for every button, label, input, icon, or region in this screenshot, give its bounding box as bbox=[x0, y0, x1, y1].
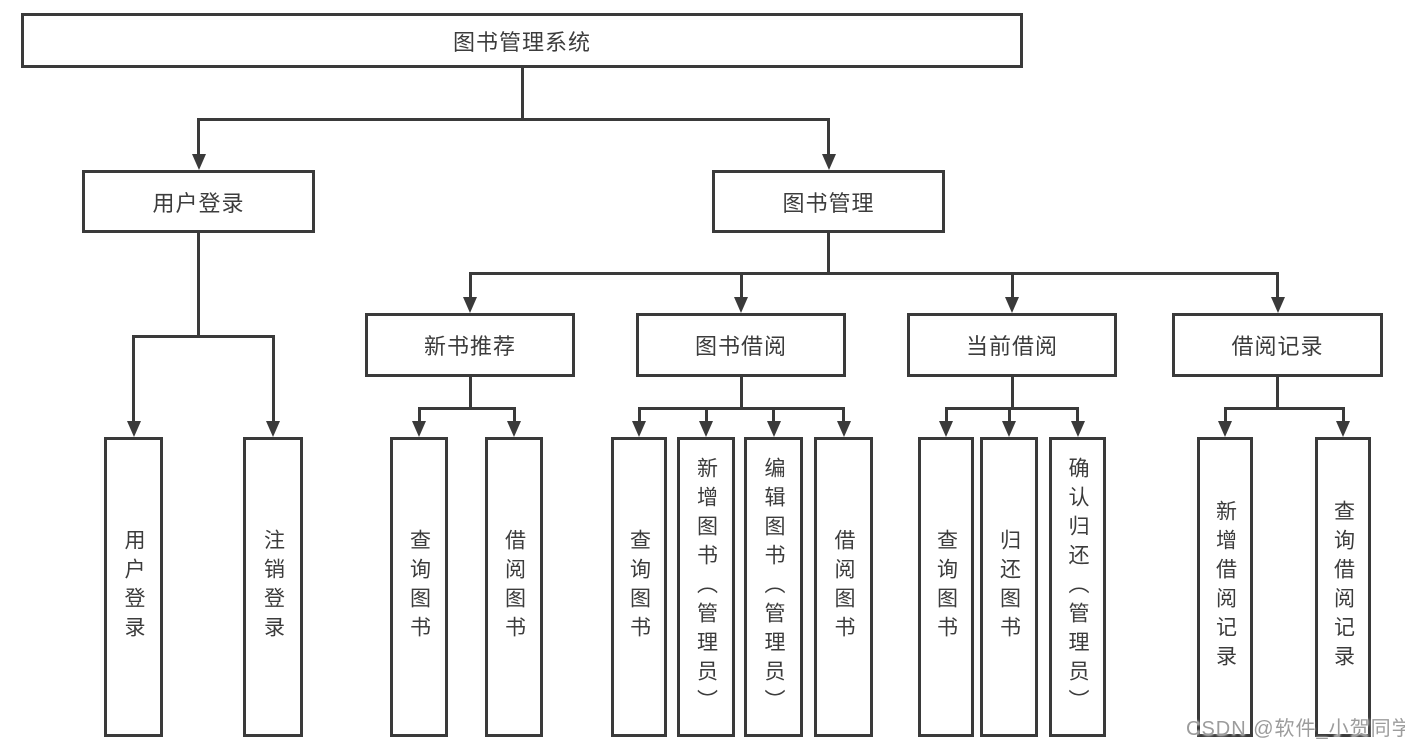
connector-line bbox=[739, 377, 743, 410]
leaf-label: 查询图书 bbox=[407, 529, 431, 645]
leaf-label: 用户登录 bbox=[122, 529, 145, 645]
arrow-down-icon bbox=[939, 421, 953, 437]
connector-line bbox=[520, 68, 524, 121]
leaf-add-book-admin: 新增图书（管理员） bbox=[677, 437, 735, 737]
connector-line bbox=[1010, 377, 1014, 410]
leaf-label: 新增借阅记录 bbox=[1213, 500, 1237, 674]
connector-line bbox=[1341, 410, 1345, 422]
connector-line bbox=[417, 407, 516, 410]
arrow-down-icon bbox=[1270, 297, 1285, 313]
connector-line bbox=[468, 272, 1279, 275]
leaf-label: 查询借阅记录 bbox=[1331, 500, 1355, 674]
connector-line bbox=[772, 410, 775, 422]
leaf-label: 确认归还（管理员） bbox=[1066, 456, 1089, 718]
connector-line bbox=[1010, 275, 1014, 298]
arrow-down-icon bbox=[1070, 421, 1085, 437]
connector-line bbox=[704, 410, 708, 422]
arrow-down-icon bbox=[699, 421, 713, 437]
connector-line bbox=[1007, 410, 1011, 422]
node-current-borrow: 当前借阅 bbox=[907, 313, 1117, 377]
leaf-edit-book-admin: 编辑图书（管理员） bbox=[744, 437, 803, 737]
connector-line bbox=[739, 275, 743, 298]
arrow-down-icon bbox=[821, 154, 836, 170]
arrow-down-icon bbox=[191, 154, 206, 170]
connector-line bbox=[512, 410, 516, 422]
arrow-down-icon bbox=[766, 421, 781, 437]
connector-line bbox=[132, 338, 135, 422]
leaf-label: 编辑图书（管理员） bbox=[762, 456, 785, 718]
node-label: 当前借阅 bbox=[965, 334, 1058, 359]
connector-line bbox=[842, 410, 845, 422]
connector-line bbox=[271, 338, 275, 422]
connector-line bbox=[827, 233, 830, 275]
connector-line bbox=[944, 407, 1079, 410]
leaf-label: 注销登录 bbox=[261, 529, 285, 645]
node-label: 图书管理系统 bbox=[452, 29, 591, 55]
connector-line bbox=[197, 118, 830, 121]
arrow-down-icon bbox=[734, 297, 748, 313]
connector-line bbox=[944, 410, 948, 422]
leaf-label: 借阅图书 bbox=[832, 529, 855, 645]
connector-line bbox=[417, 410, 421, 422]
node-user-login: 用户登录 bbox=[82, 170, 315, 233]
connector-line bbox=[1276, 275, 1279, 298]
node-book-borrow: 图书借阅 bbox=[636, 313, 846, 377]
connector-line bbox=[132, 335, 275, 338]
arrow-down-icon bbox=[266, 421, 280, 437]
leaf-user-login: 用户登录 bbox=[104, 437, 163, 737]
connector-line bbox=[637, 410, 641, 422]
leaf-query-borrow-record: 查询借阅记录 bbox=[1315, 437, 1371, 737]
connector-line bbox=[468, 275, 472, 298]
leaf-add-borrow-record: 新增借阅记录 bbox=[1197, 437, 1253, 737]
connector-line bbox=[637, 407, 845, 410]
leaf-query-book-1: 查询图书 bbox=[390, 437, 448, 737]
node-library-management-system: 图书管理系统 bbox=[21, 13, 1023, 68]
connector-line bbox=[1223, 407, 1345, 410]
connector-line bbox=[468, 377, 472, 410]
csdn-watermark: CSDN @软件_小贺同学 bbox=[1186, 718, 1405, 740]
node-label: 借阅记录 bbox=[1231, 334, 1324, 359]
arrow-down-icon bbox=[1002, 421, 1016, 437]
arrow-down-icon bbox=[507, 421, 521, 437]
leaf-label: 查询图书 bbox=[627, 529, 651, 645]
node-book-management: 图书管理 bbox=[712, 170, 945, 233]
leaf-confirm-return-admin: 确认归还（管理员） bbox=[1049, 437, 1106, 737]
arrow-down-icon bbox=[632, 421, 646, 437]
leaf-logout: 注销登录 bbox=[243, 437, 303, 737]
node-label: 图书管理 bbox=[782, 190, 875, 216]
arrow-down-icon bbox=[126, 421, 141, 437]
arrow-down-icon bbox=[1005, 297, 1019, 313]
connector-line bbox=[197, 121, 200, 155]
node-label: 用户登录 bbox=[152, 190, 245, 216]
arrow-down-icon bbox=[1336, 421, 1350, 437]
arrow-down-icon bbox=[1218, 421, 1232, 437]
node-label: 图书借阅 bbox=[694, 334, 787, 359]
arrow-down-icon bbox=[412, 421, 426, 437]
arrow-down-icon bbox=[463, 297, 477, 313]
leaf-query-book-3: 查询图书 bbox=[918, 437, 974, 737]
connector-line bbox=[1223, 410, 1227, 422]
node-label: 新书推荐 bbox=[423, 334, 516, 359]
node-borrow-record: 借阅记录 bbox=[1172, 313, 1383, 377]
connector-line bbox=[827, 121, 830, 155]
leaf-query-book-2: 查询图书 bbox=[611, 437, 667, 737]
connector-line bbox=[1276, 377, 1279, 410]
leaf-borrow-book-2: 借阅图书 bbox=[814, 437, 873, 737]
connector-line bbox=[197, 233, 200, 338]
leaf-borrow-book-1: 借阅图书 bbox=[485, 437, 543, 737]
connector-line bbox=[1076, 410, 1079, 422]
leaf-return-book: 归还图书 bbox=[980, 437, 1038, 737]
leaf-label: 借阅图书 bbox=[502, 529, 526, 645]
leaf-label: 归还图书 bbox=[997, 529, 1021, 645]
leaf-label: 查询图书 bbox=[934, 529, 958, 645]
leaf-label: 新增图书（管理员） bbox=[694, 456, 718, 718]
arrow-down-icon bbox=[836, 421, 851, 437]
node-new-book-recommend: 新书推荐 bbox=[365, 313, 575, 377]
